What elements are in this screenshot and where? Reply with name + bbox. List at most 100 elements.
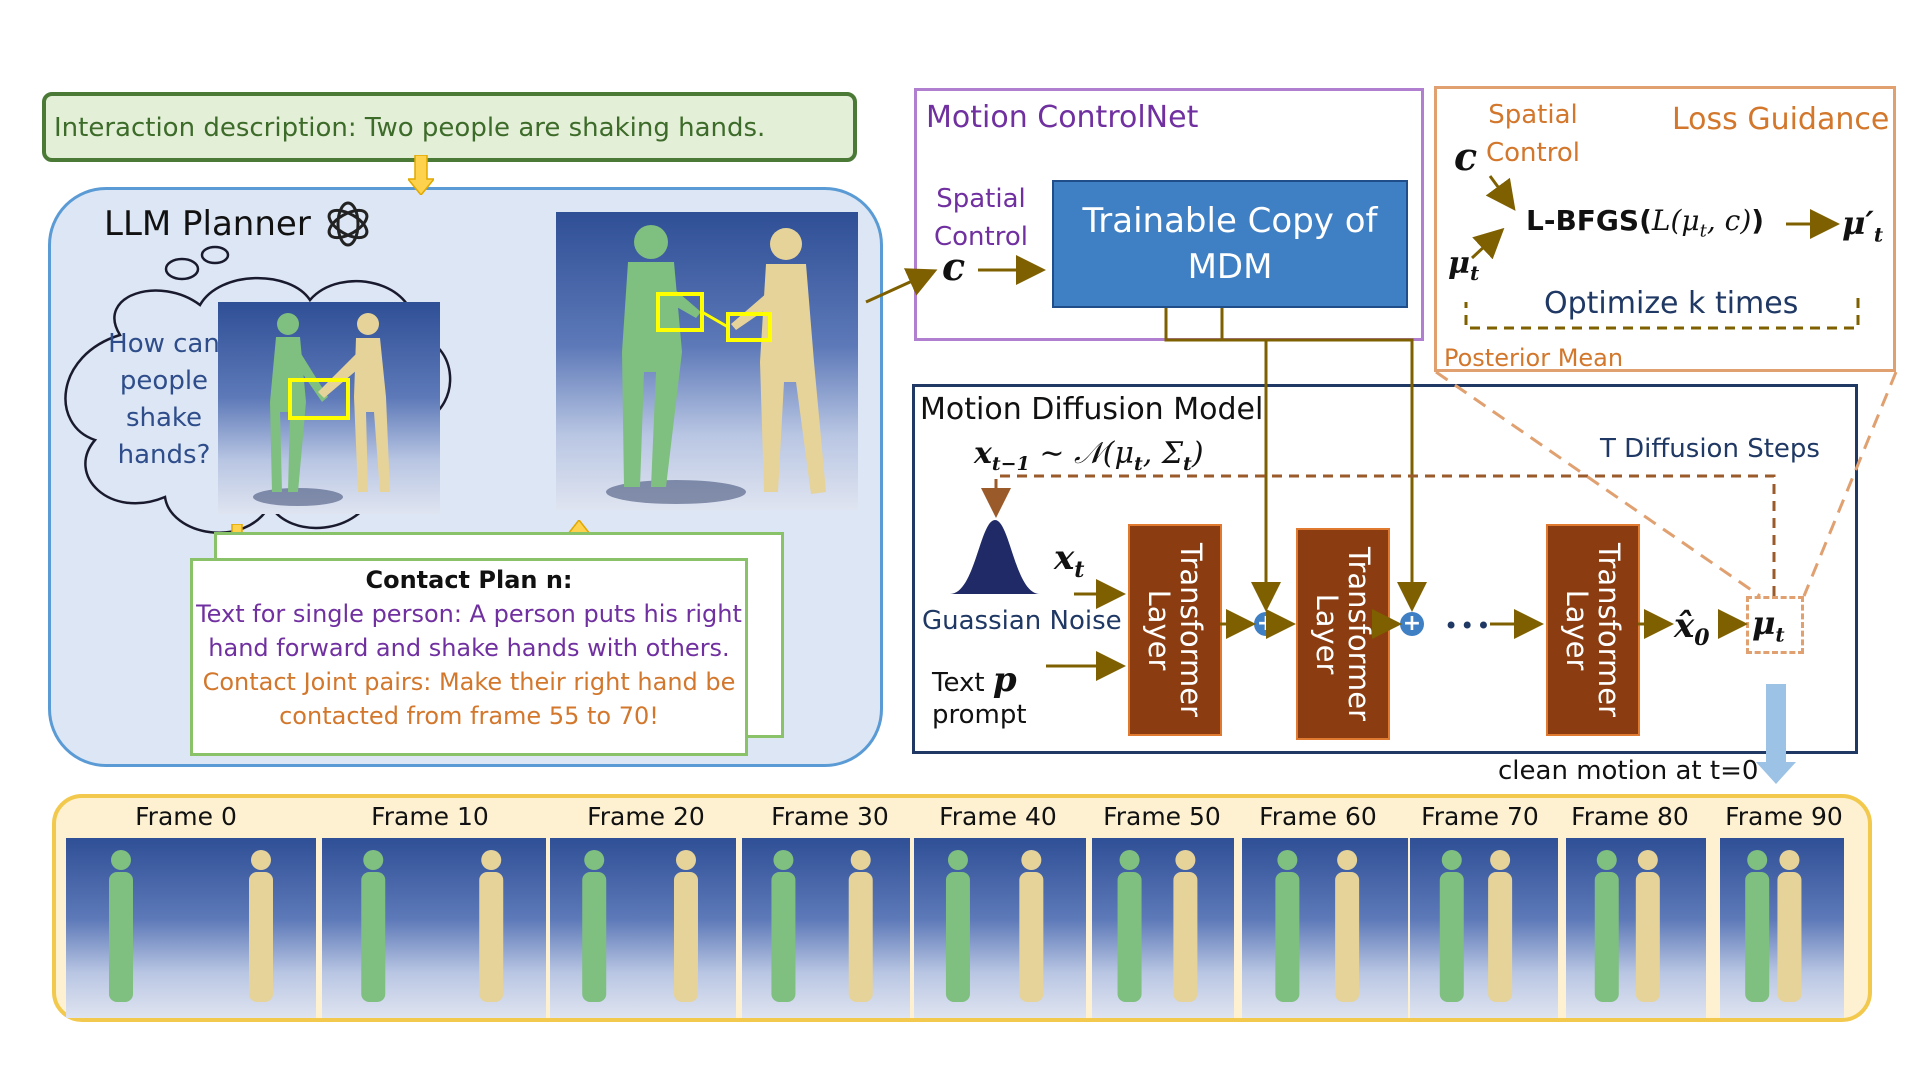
joint-pairs-line-1: Contact Joint pairs: Make their right ha… [202, 668, 736, 696]
joint-pairs-line-2: contacted from frame 55 to 70! [279, 702, 659, 730]
frame-figures [771, 850, 873, 1002]
thought-line-1: How can [108, 329, 220, 359]
optimize-k-times: Optimize k times [1544, 286, 1799, 321]
interaction-description-text: Interaction description: Two people are … [54, 113, 766, 143]
lbfgs-math-rest: , c) [1706, 204, 1752, 237]
frame-image-8 [1566, 838, 1706, 1018]
loss-mu-t-sub: t [1469, 261, 1480, 285]
controlnet-spatial-line-1: Spatial [936, 184, 1026, 214]
frame-image-7 [1410, 838, 1558, 1018]
thought-line-3: shake [125, 403, 203, 433]
yellow-arrow-down-icon [408, 155, 434, 195]
yellow-person [479, 850, 504, 1002]
sampling-end: ) [1191, 436, 1204, 471]
yellow-person [249, 850, 273, 1002]
yellow-person [1019, 850, 1044, 1002]
controlnet-c-symbol: c [942, 244, 966, 289]
lbfgs-prefix: L-BFGS( [1526, 204, 1652, 237]
frame-label-6: Frame 60 [1259, 802, 1377, 831]
mu-out-sub: t [1775, 622, 1785, 647]
frame-label-5: Frame 50 [1103, 802, 1221, 831]
xt-symbol: x [1054, 538, 1075, 578]
mu-out: μt [1752, 604, 1785, 646]
p-symbol: p [992, 660, 1017, 700]
frame-image-6 [1242, 838, 1408, 1018]
diffusion-steps-label: T Diffusion Steps [1600, 434, 1820, 464]
frame-figures [582, 850, 698, 1002]
trainable-copy-line-1: Trainable Copy of [1082, 201, 1378, 241]
gaussian-noise-label: Guassian Noise [922, 606, 1122, 636]
frame-label-1: Frame 10 [371, 802, 489, 831]
xt-input: xt [1054, 538, 1084, 583]
green-person [1439, 850, 1464, 1002]
frame-figures [1275, 850, 1360, 1002]
thought-line-2: people [119, 366, 209, 396]
frame-image-2 [550, 838, 736, 1018]
lbfgs-math: L(μ [1651, 204, 1700, 237]
frame-image-3 [742, 838, 910, 1018]
frame-image-9 [1720, 838, 1844, 1018]
green-person [1594, 850, 1619, 1002]
planner-render-small [218, 302, 440, 514]
plus-circle-2-icon: + [1400, 612, 1424, 636]
frame-figures [109, 850, 273, 1002]
frame-figures [361, 850, 504, 1002]
trainable-copy-box: Trainable Copy of MDM [1052, 180, 1408, 308]
frame-label-3: Frame 30 [771, 802, 889, 831]
loss-mu-prime-sub: t [1873, 222, 1884, 247]
green-person [771, 850, 796, 1002]
sampling-rest-2: , Σ [1142, 436, 1184, 471]
lbfgs-suffix: ) [1751, 204, 1765, 237]
loss-mu-t-symbol: μ [1448, 246, 1470, 281]
sampling-mu-sub: t [1133, 453, 1143, 475]
frame-image-1 [322, 838, 546, 1018]
mdm-title: Motion Diffusion Model [920, 392, 1264, 427]
frame-image-5 [1092, 838, 1234, 1018]
motion-controlnet-title: Motion ControlNet [926, 100, 1199, 135]
x0-hat-sub: 0 [1694, 624, 1710, 651]
thought-text: How can people shake hands? [104, 326, 224, 474]
loss-spatial-control: Spatial Control [1486, 96, 1580, 172]
single-person-line-2: hand forward and shake hands with others… [208, 634, 730, 662]
text-prompt-label: Text p [932, 660, 1017, 700]
green-person [1745, 850, 1770, 1002]
frame-image-0 [66, 838, 316, 1018]
plus-circle-2-symbol: + [1402, 611, 1422, 636]
frame-label-7: Frame 70 [1421, 802, 1539, 831]
green-person [109, 850, 133, 1002]
loss-mu-prime-symbol: μ′ [1842, 204, 1874, 242]
ellipsis-dots: ••• [1444, 612, 1493, 640]
clean-motion-label: clean motion at t=0 [1498, 756, 1759, 786]
green-person [361, 850, 386, 1002]
thought-line-4: hands? [117, 440, 211, 470]
trainable-copy-line-2: MDM [1187, 247, 1273, 287]
sampling-formula: xt−1 ∼ 𝒩(μt, Σt) [974, 436, 1204, 475]
frame-figures [1594, 850, 1660, 1002]
prompt-label: prompt [932, 700, 1027, 730]
x0-hat-symbol: x̂ [1674, 606, 1695, 646]
xt-sub: t [1074, 556, 1085, 583]
loss-c-symbol: c [1454, 134, 1478, 179]
loss-mu-t: μt [1448, 246, 1479, 285]
contact-plan-title: Contact Plan n: [365, 566, 573, 594]
gaussian-curve-icon [950, 520, 1040, 594]
green-person [1275, 850, 1300, 1002]
green-person [1117, 850, 1142, 1002]
loss-guidance-title: Loss Guidance [1672, 102, 1890, 137]
frame-image-4 [914, 838, 1086, 1018]
controlnet-spatial-control: Spatial Control [934, 180, 1028, 256]
yellow-person [1488, 850, 1513, 1002]
loss-spatial-line-1: Spatial [1488, 100, 1578, 130]
frame-figures [1745, 850, 1802, 1002]
mu-out-symbol: μ [1752, 604, 1776, 642]
yellow-person [673, 850, 698, 1002]
loss-mu-prime: μ′t [1842, 204, 1883, 246]
sampling-rest: ∼ 𝒩(μ [1029, 436, 1134, 471]
sampling-x-sub: t−1 [991, 453, 1030, 475]
frame-figures [945, 850, 1044, 1002]
frame-label-4: Frame 40 [939, 802, 1057, 831]
